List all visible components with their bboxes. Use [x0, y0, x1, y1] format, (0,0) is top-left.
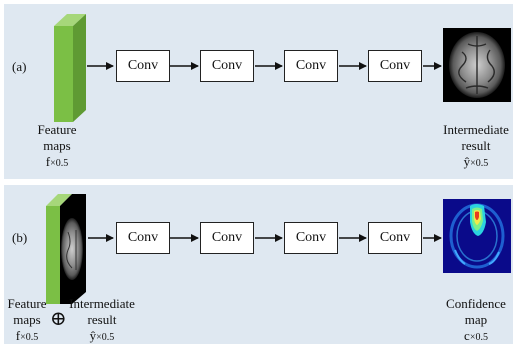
caption-line1: Feature: [7, 296, 47, 311]
row-a-label: (a): [12, 59, 27, 74]
caption-symbol: c×0.5: [464, 328, 488, 343]
conv-block-a2: Conv: [200, 50, 254, 82]
conv-block-b3: Conv: [284, 222, 338, 254]
caption-line1: Intermediate: [69, 296, 135, 311]
confidence-map-image: [443, 199, 511, 273]
conv-block-a1: Conv: [116, 50, 170, 82]
conv-block-b2: Conv: [200, 222, 254, 254]
conv-block-b4: Conv: [368, 222, 422, 254]
caption-symbol: ŷ×0.5: [89, 328, 115, 343]
panel-b: [4, 185, 513, 344]
caption-line2: map: [464, 312, 488, 327]
conv-block-a3: Conv: [284, 50, 338, 82]
caption-line2: maps: [43, 138, 71, 153]
feature-maps-caption-b: Feature maps f×0.5: [6, 296, 48, 346]
caption-symbol: ŷ×0.5: [463, 154, 489, 169]
conv-block-b1: Conv: [116, 222, 170, 254]
intermediate-result-image-a: [443, 28, 511, 102]
caption-line1: Intermediate: [443, 122, 509, 137]
caption-line2: result: [461, 138, 491, 153]
caption-line1: Feature: [37, 122, 77, 137]
confidence-map-caption: Confidence map c×0.5: [436, 296, 516, 346]
caption-line2: maps: [13, 312, 41, 327]
panel-a: [4, 4, 513, 179]
row-b-label: (b): [12, 230, 28, 245]
intermediate-result-caption-b: Intermediate result ŷ×0.5: [62, 296, 142, 346]
concat-operator-symbol: ⊕: [50, 308, 67, 330]
combined-input-block-b: [46, 194, 86, 304]
conv-block-a4: Conv: [368, 50, 422, 82]
feature-maps-caption-a: Feature maps f×0.5: [36, 122, 78, 172]
intermediate-result-caption-a: Intermediate result ŷ×0.5: [436, 122, 516, 172]
caption-line1: Confidence: [446, 296, 506, 311]
feature-map-block-a: [54, 14, 86, 122]
caption-symbol: f×0.5: [15, 328, 39, 343]
caption-symbol: f×0.5: [45, 154, 69, 169]
caption-line2: result: [87, 312, 117, 327]
